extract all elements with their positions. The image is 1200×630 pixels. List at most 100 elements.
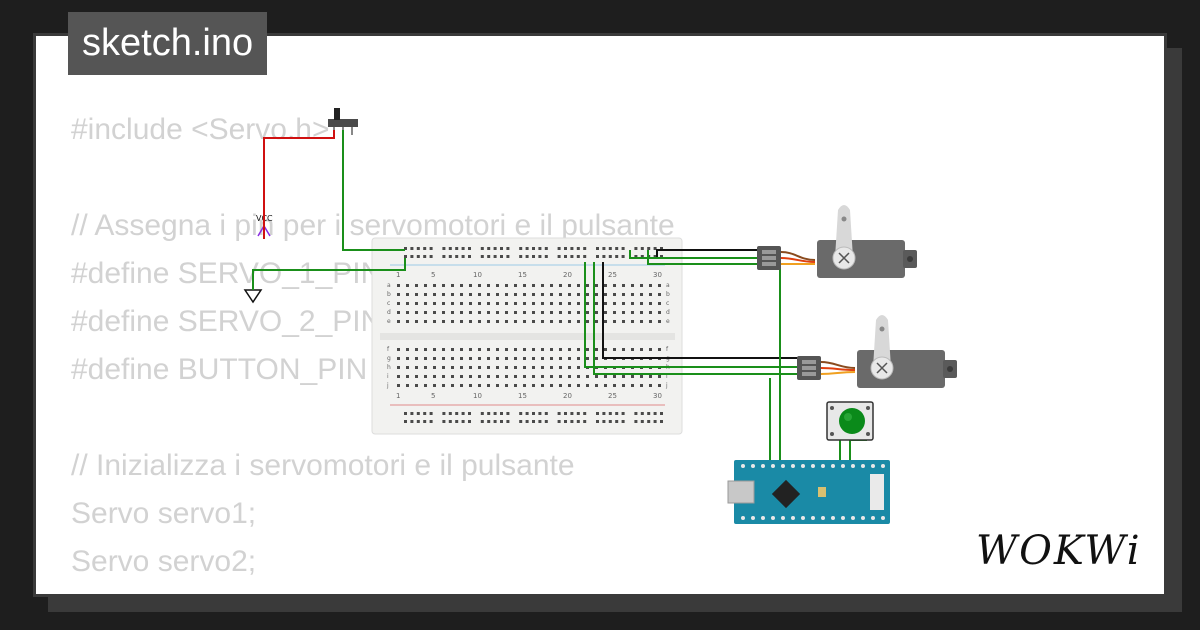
column-number: 10 [473,271,482,279]
breadboard-hole [596,412,599,415]
breadboard-hole [564,255,567,258]
breadboard-hole [541,284,544,287]
breadboard-hole [410,255,414,258]
nano-pin [811,516,815,520]
servo-motor[interactable] [757,205,917,278]
breadboard-hole [451,311,454,314]
breadboard-hole [468,255,471,258]
breadboard-hole [460,320,463,323]
breadboard-hole [604,320,607,323]
breadboard-hole [570,255,574,258]
breadboard-hole [448,412,452,415]
breadboard-hole [532,284,535,287]
breadboard-hole [478,384,481,387]
nano-pin [821,516,825,520]
breadboard-hole [460,293,463,296]
breadboard-hole [568,320,571,323]
breadboard-hole [577,284,580,287]
breadboard-hole [550,357,553,360]
svg-text:b: b [387,291,391,298]
push-button[interactable] [826,401,874,441]
breadboard-hole [532,420,535,423]
breadboard-hole [523,384,526,387]
breadboard-hole [595,375,598,378]
breadboard-hole [615,255,619,258]
breadboard-hole [478,293,481,296]
svg-text:f: f [387,346,390,353]
breadboard-hole [451,302,454,305]
breadboard-hole [500,420,503,423]
svg-text:h: h [387,364,391,371]
breadboard-hole [506,420,510,423]
breadboard-hole [478,284,481,287]
breadboard-hole [613,311,616,314]
breadboard-hole [505,284,508,287]
breadboard-hole [568,384,571,387]
arduino-nano-board[interactable] [727,460,890,524]
breadboard-hole [559,284,562,287]
breadboard-hole [615,247,619,250]
breadboard-hole [541,375,544,378]
nano-pin [821,464,825,468]
breadboard-hole [505,357,508,360]
breadboard-hole [568,302,571,305]
breadboard-hole [433,293,436,296]
column-number: 1 [396,271,400,279]
breadboard-hole [455,255,459,258]
breadboard-hole [631,320,634,323]
svg-text:d: d [666,309,670,316]
breadboard-hole [433,348,436,351]
column-number: 20 [563,392,572,400]
breadboard-hole [496,348,499,351]
breadboard-hole [640,375,643,378]
svg-text:d: d [387,309,391,316]
breadboard-hole [557,247,561,250]
breadboard-hole [496,357,499,360]
breadboard-hole [541,366,544,369]
file-tab[interactable]: sketch.ino [68,12,268,75]
breadboard-hole [487,384,490,387]
nano-pin [871,516,875,520]
breadboard-hole [634,412,638,415]
breadboard-hole [406,320,409,323]
breadboard-hole [480,412,484,415]
nano-pin-row [741,464,885,468]
breadboard-hole [424,293,427,296]
breadboard-hole [406,284,409,287]
breadboard-hole [538,412,542,415]
breadboard-hole [478,366,481,369]
breadboard-hole [424,311,427,314]
breadboard-hole [415,302,418,305]
breadboard-hole [478,348,481,351]
breadboard-hole [653,255,657,258]
breadboard-hole [577,384,580,387]
column-number: 25 [608,392,617,400]
breadboard-hole [631,293,634,296]
breadboard-hole [415,348,418,351]
breadboard-hole [649,384,652,387]
breadboard-hole [608,255,612,258]
breadboard-hole [523,293,526,296]
breadboard-hole [460,302,463,305]
breadboard-hole [622,375,625,378]
breadboard-hole [423,247,427,250]
breadboard-hole [595,384,598,387]
green-wire [252,258,406,290]
nano-pin [811,464,815,468]
column-number: 10 [473,392,482,400]
breadboard-hole [595,311,598,314]
breadboard-hole [415,375,418,378]
breadboard-hole [505,348,508,351]
breadboard-hole [469,320,472,323]
servo-motor[interactable] [797,315,957,388]
breadboard-hole [570,247,574,250]
breadboard-hole [523,375,526,378]
code-line: // Assegna i pin per i servomotori e il … [71,209,675,242]
svg-text:e: e [666,318,670,325]
breadboard-hole [397,348,400,351]
breadboard-hole [602,255,606,258]
breadboard-hole [514,293,517,296]
nano-pin [841,464,845,468]
breadboard-hole [397,384,400,387]
code-line: boolean servo2move; [71,586,675,594]
